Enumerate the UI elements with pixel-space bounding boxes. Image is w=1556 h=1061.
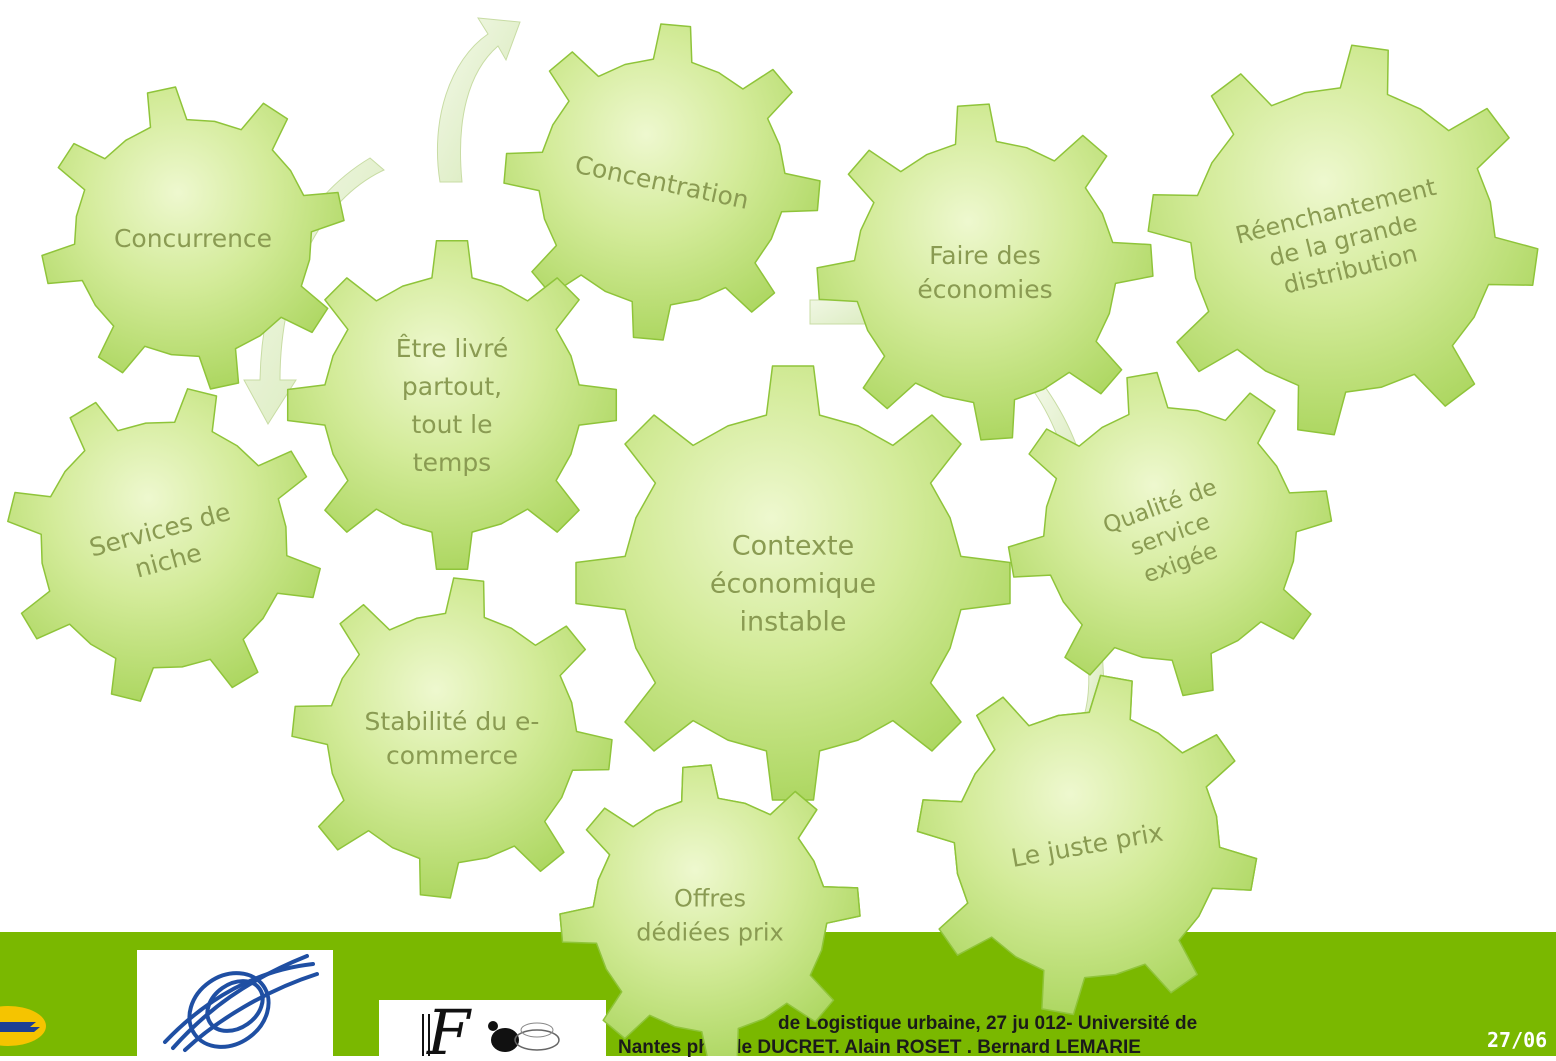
gear-label-line: partout,: [402, 372, 502, 401]
gear-shape: [41, 86, 345, 390]
gear-label-line: Stabilité du e-: [365, 707, 540, 736]
gear-label-line: commerce: [386, 741, 518, 770]
arrow-concurrence-to-concentration: [437, 17, 521, 183]
gear-label: Concurrence: [114, 224, 272, 253]
gear-services-de-niche: Services deniche: [7, 388, 321, 702]
gear-label-line: Offres: [674, 884, 746, 912]
gear-label-line: économique: [710, 569, 876, 600]
gear-shape: [7, 388, 321, 702]
gear-label-line: Être livré: [396, 334, 508, 363]
footer-caption: de Logistique urbaine, 27 ju 012- Univer…: [618, 1012, 1378, 1060]
gear-shape: [816, 103, 1154, 441]
gear-label: Stabilité du e-commerce: [365, 707, 540, 770]
gear-label: Faire des économies: [917, 241, 1052, 304]
gear-label-line: Faire des: [929, 241, 1041, 270]
footer-caption-line1: de Logistique urbaine, 27 ju 012- Univer…: [778, 1013, 1198, 1034]
page-number: 27/06: [1487, 1028, 1548, 1052]
institution-logo: [137, 950, 333, 1056]
gear-shape: [291, 577, 613, 899]
gear-contexte: Contexte économique instable: [575, 365, 1011, 801]
gear-label: Contexte économique instable: [710, 531, 876, 638]
gear-label-line: temps: [413, 448, 491, 477]
gear-shape: [1007, 371, 1333, 697]
gear-etre-livre: Être livré partout, tout le temps: [286, 239, 618, 571]
gear-concurrence: Concurrence: [41, 86, 345, 390]
gear-label-line: économies: [917, 275, 1052, 304]
gear-concentration: Concentration: [503, 23, 821, 341]
gear-label-line: instable: [739, 607, 846, 638]
gear-faire-des-economies: Faire des économies: [816, 103, 1154, 441]
gear-reenchantement: Réenchantementde la grandedistribution: [1147, 44, 1539, 436]
gear-label-line: tout le: [411, 410, 492, 439]
svg-text:F: F: [426, 1000, 472, 1056]
gear-shape: [286, 239, 618, 571]
gear-qualite: Qualité deserviceexigée: [1007, 371, 1333, 697]
lab-logo: F: [379, 996, 606, 1061]
footer-caption-line2: Nantes phaëlle DUCRET. Alain ROSET . Ber…: [618, 1037, 1141, 1058]
gear-label: Être livré partout, tout le temps: [396, 334, 508, 477]
la-poste-logo: [0, 1004, 48, 1048]
gear-shape: [503, 23, 821, 341]
gear-label-line: Concurrence: [114, 224, 272, 253]
gear-label-line: Contexte: [732, 531, 854, 562]
gear-shape: [1147, 44, 1539, 436]
gear-stabilite: Stabilité du e-commerce: [291, 577, 613, 899]
